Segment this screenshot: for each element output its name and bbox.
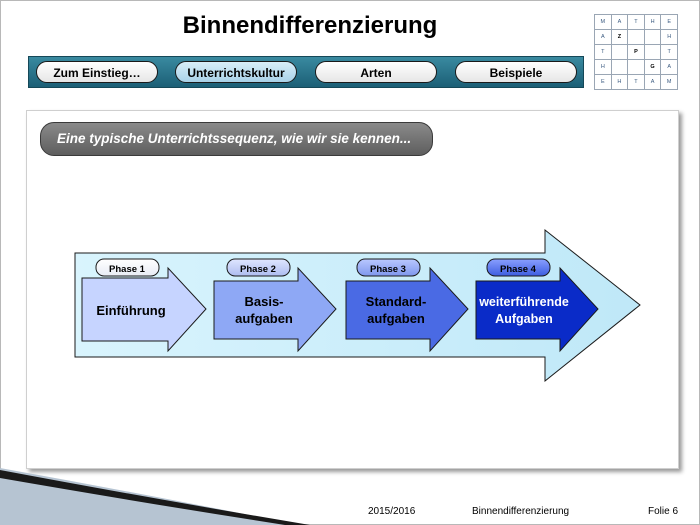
nav-button-arten[interactable]: Arten — [315, 61, 437, 83]
section-heading: Eine typische Unterrichtssequenz, wie wi… — [40, 122, 433, 156]
phase-2-label-line1: Basis- — [244, 294, 283, 309]
phase-2-badge-label: Phase 2 — [240, 264, 276, 275]
phase-3-badge-label: Phase 3 — [370, 264, 406, 275]
phase-4-label-line1: weiterführende — [478, 295, 569, 309]
nav-bar: Zum Einstieg… Unterrichtskultur Arten Be… — [28, 56, 584, 88]
phase-1-badge — [95, 258, 160, 277]
phase-1-badge-label: Phase 1 — [109, 264, 146, 275]
footer-slide-number: Folie 6 — [648, 506, 679, 517]
logo-cell: E — [660, 14, 678, 30]
phase-2-badge — [226, 258, 291, 277]
phase-4-badge — [486, 258, 551, 277]
mathe-logo: M A T H E A Z H T P T H G A E H T A M — [594, 14, 678, 90]
footer-year: 2015/2016 — [368, 506, 416, 517]
phase-4-label-line2: Aufgaben — [495, 312, 553, 326]
footer-topic: Binnendifferenzierung — [472, 506, 570, 517]
phase-4-arrow — [475, 266, 599, 353]
phase-1-arrow — [81, 266, 207, 353]
logo-cell: E — [594, 74, 612, 90]
phase-3-label-line2: aufgaben — [367, 311, 425, 326]
nav-button-zum-einstieg[interactable]: Zum Einstieg… — [36, 61, 158, 83]
logo-cell: M — [660, 74, 678, 90]
nav-button-beispiele[interactable]: Beispiele — [455, 61, 577, 83]
phase-2-label-line2: aufgaben — [235, 311, 293, 326]
phase-2-arrow — [213, 266, 337, 353]
phase-3-arrow — [345, 266, 469, 353]
phase-1-label: Einführung — [96, 303, 165, 318]
phase-3-badge — [356, 258, 421, 277]
phase-4-badge-label: Phase 4 — [500, 264, 537, 275]
phase-3-label-line1: Standard- — [366, 294, 427, 309]
slide-title: Binnendifferenzierung — [182, 12, 438, 39]
nav-button-unterrichtskultur[interactable]: Unterrichtskultur — [175, 61, 297, 83]
